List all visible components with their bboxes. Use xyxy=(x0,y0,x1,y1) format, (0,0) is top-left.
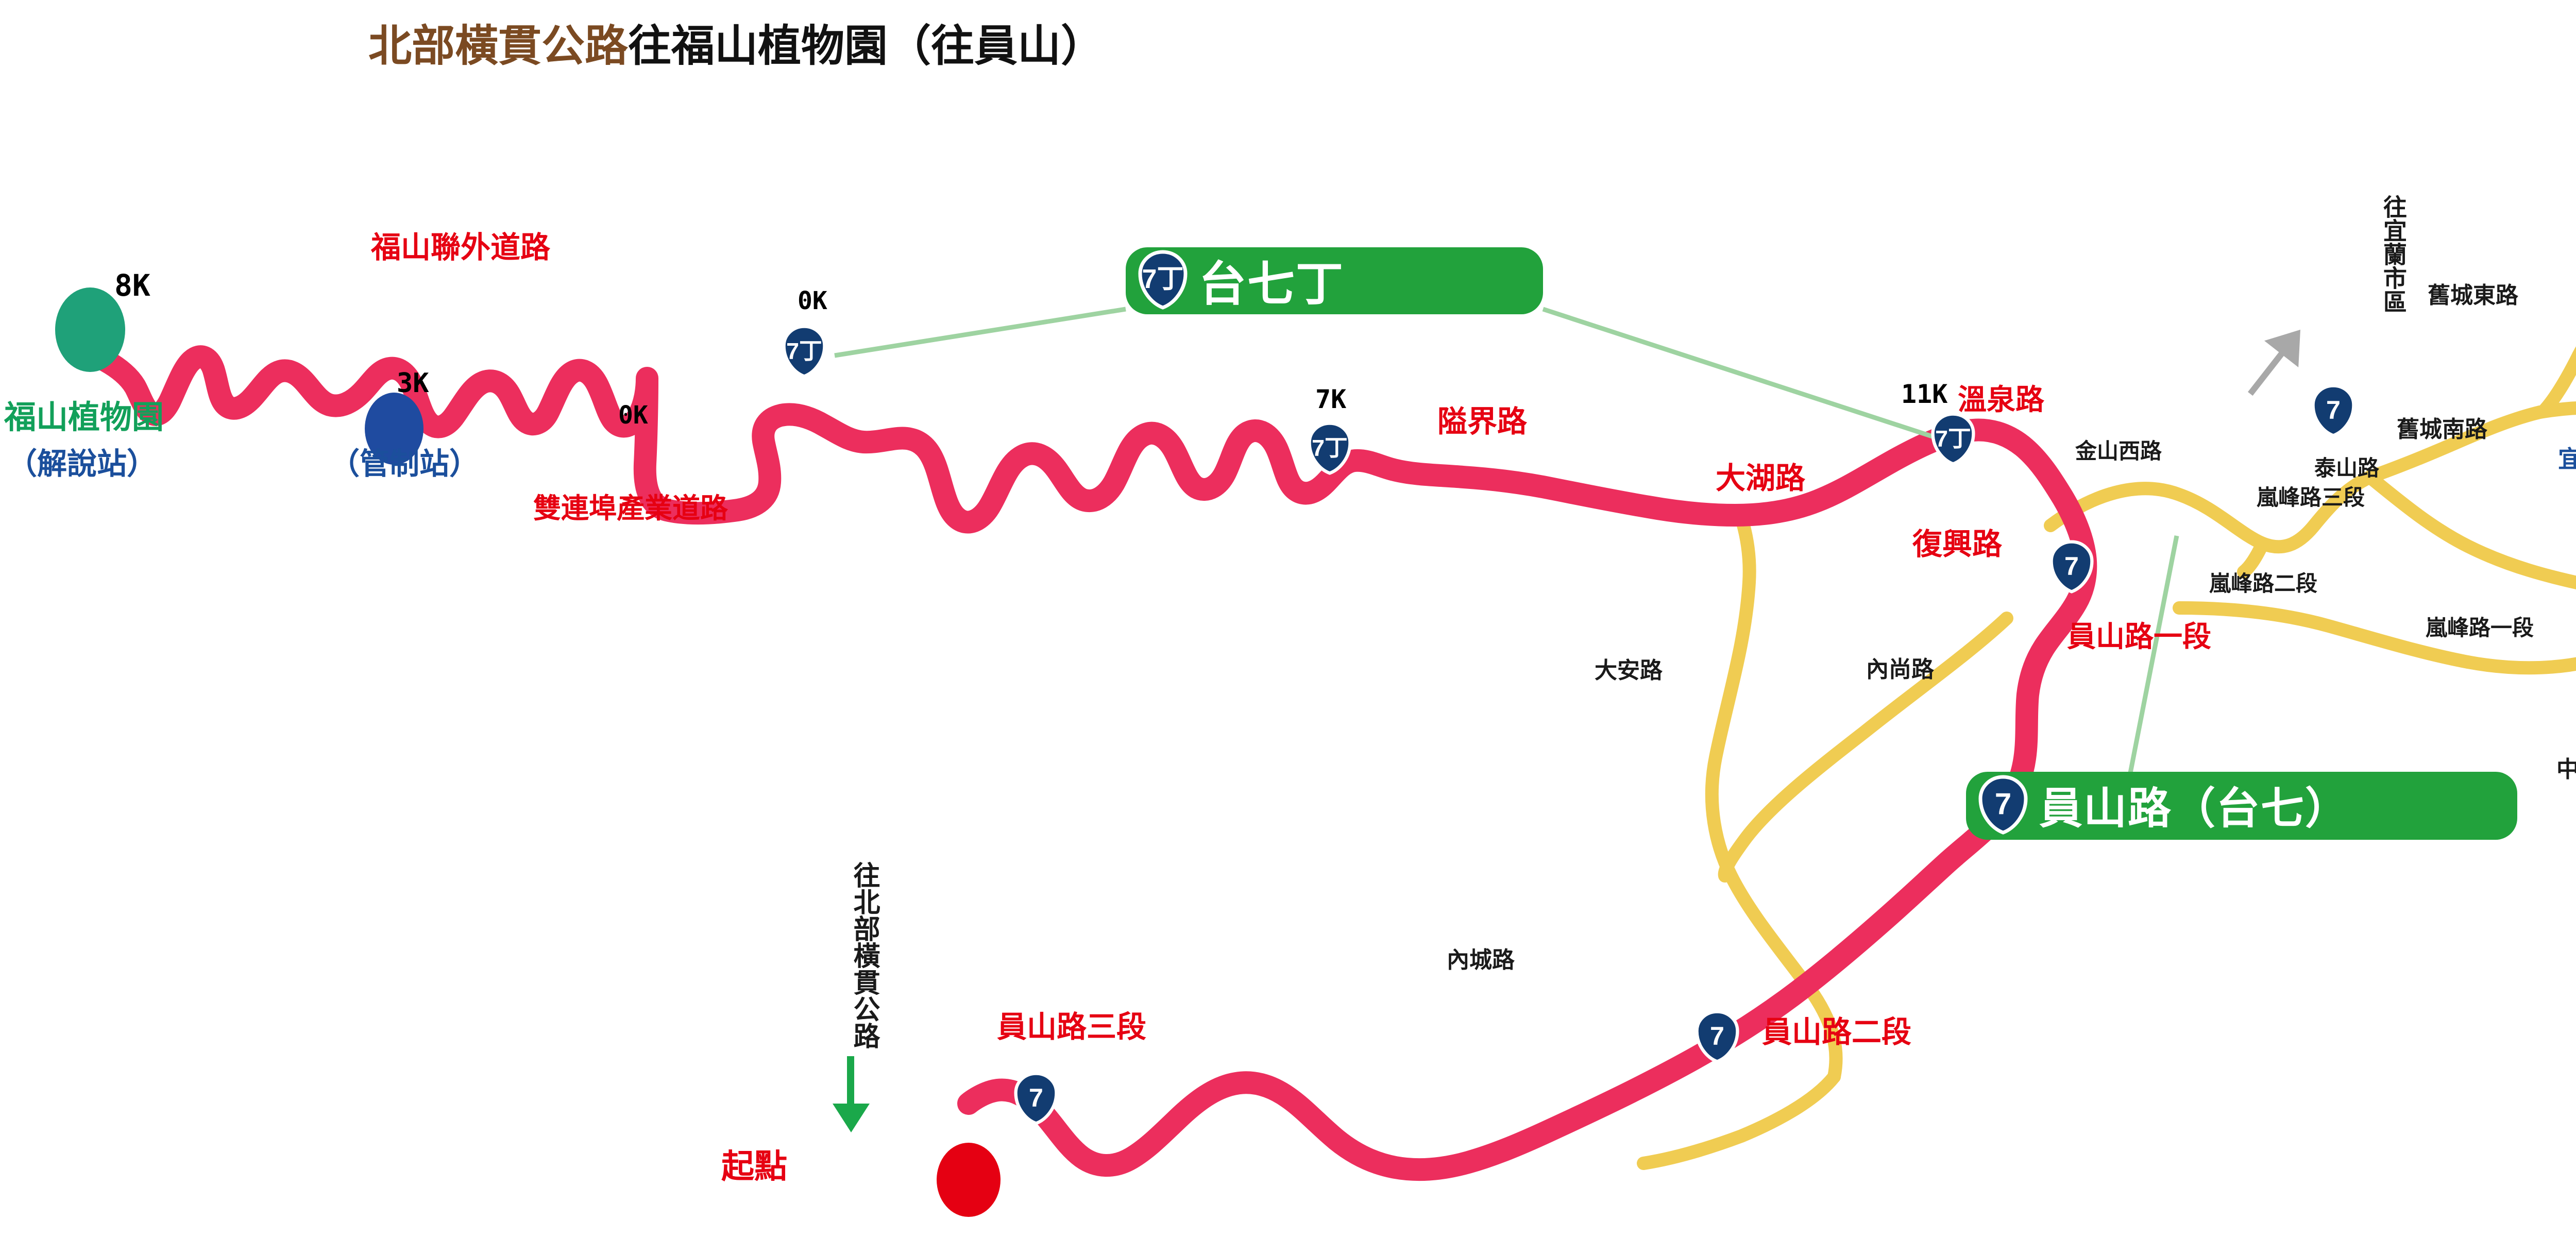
route-shield-7ding-11k[interactable]: 7丁 xyxy=(1931,412,1975,466)
route-shield-7-yuanshan2[interactable]: 7 xyxy=(1695,1010,1739,1063)
route-shield-7-fuxing[interactable]: 7 xyxy=(2049,540,2094,594)
route-shield-7ding-7k[interactable]: 7丁 xyxy=(1308,421,1352,475)
minor-road-network xyxy=(1637,346,2576,1170)
road-label-start-point: 起點 xyxy=(721,1148,787,1185)
callout-label-tai7ding: 台七丁 xyxy=(1199,258,1345,311)
road-label-dahu: 大湖路 xyxy=(1716,462,1806,495)
road-label-wenquan: 溫泉路 xyxy=(1958,383,2044,416)
title-part-highway: 北部橫貫公路 xyxy=(368,22,629,70)
km-marker-0k-b: 0K xyxy=(798,286,827,315)
road-label-yuanshan-3: 員山路三段 xyxy=(997,1010,1147,1044)
road-label-neicheng: 內城路 xyxy=(1447,947,1515,973)
road-label-taishan: 泰山路 xyxy=(2314,456,2380,480)
place-label-yilan-train-station: 宜蘭火車站 xyxy=(2558,446,2576,472)
road-label-jiucheng-east: 舊城東路 xyxy=(2428,283,2518,308)
svg-text:7: 7 xyxy=(2064,552,2079,581)
callout-yuanshan-road[interactable]: 7 員山路（台七） xyxy=(1966,772,2517,840)
km-marker-3k: 3K xyxy=(397,368,429,399)
road-label-yuanshan-1: 員山路一段 xyxy=(2067,620,2211,653)
svg-text:7: 7 xyxy=(1029,1083,1043,1112)
road-label-lanfeng-3: 嵐峰路三段 xyxy=(2257,485,2365,510)
callout-label-yuanshan: 員山路（台七） xyxy=(2039,784,2350,833)
road-label-lanfeng-1: 嵐峰路一段 xyxy=(2426,616,2534,640)
callout-tai7ding[interactable]: 7丁 台七丁 xyxy=(1126,247,1543,314)
svg-text:7丁: 7丁 xyxy=(1142,264,1184,294)
km-marker-0k-a: 0K xyxy=(618,401,648,430)
place-label-control-station: （管制站） xyxy=(330,447,480,481)
road-label-fushan-link: 福山聯外道路 xyxy=(371,231,551,264)
callout-leader-lines xyxy=(834,307,2179,773)
svg-text:7丁: 7丁 xyxy=(1935,426,1971,451)
road-label-fuxing: 復興路 xyxy=(1912,528,2003,561)
road-label-neishang: 內尚路 xyxy=(1866,657,1934,682)
red-dot-start xyxy=(937,1143,1001,1217)
route-shield-7ding-0k[interactable]: 7丁 xyxy=(782,325,826,378)
direction-label-yilan-city-left: 往宜蘭市區 xyxy=(2380,195,2407,313)
direction-arrows xyxy=(2248,329,2301,396)
green-station-dot xyxy=(55,287,125,372)
road-label-shuanglianpu: 雙連埠產業道路 xyxy=(533,493,728,524)
main-route-path xyxy=(94,345,2097,1181)
road-label-zhongshan-1: 中山路一段 xyxy=(2556,757,2576,782)
km-marker-8k: 8K xyxy=(114,268,150,303)
page-title: 北部橫貫公路往福山植物園（往員山） xyxy=(368,11,1104,74)
start-direction-arrow xyxy=(833,1056,870,1132)
road-label-jiucheng-south: 舊城南路 xyxy=(2397,417,2487,442)
route-shield-7-yuanshan3[interactable]: 7 xyxy=(1014,1072,1058,1125)
road-label-yuanshan-2: 員山路二段 xyxy=(1762,1015,1912,1049)
direction-label-north-cross-highway: 往北部橫貫公路 xyxy=(849,861,879,1049)
place-label-interpretation-station: （解說站） xyxy=(7,447,157,481)
road-label-lanfeng-2: 嵐峰路二段 xyxy=(2209,571,2318,596)
km-marker-7k: 7K xyxy=(1315,384,1347,414)
route-shield-7-jiuchengnan[interactable]: 7 xyxy=(2311,384,2355,437)
svg-text:7丁: 7丁 xyxy=(786,338,822,364)
km-marker-11k: 11K xyxy=(1901,379,1948,409)
svg-text:7: 7 xyxy=(1710,1022,1724,1050)
road-label-daan: 大安路 xyxy=(1595,658,1663,683)
svg-text:7: 7 xyxy=(2326,396,2341,425)
route-shield-7ding-callout: 7丁 xyxy=(1138,250,1188,310)
road-label-aijie: 隘界路 xyxy=(1437,405,1528,438)
svg-text:7丁: 7丁 xyxy=(1312,435,1348,461)
road-label-jinshan-west: 金山西路 xyxy=(2075,439,2162,463)
svg-text:7: 7 xyxy=(1995,787,2011,821)
place-label-fushan-botanical-garden: 福山植物園 xyxy=(4,400,164,435)
route-shield-7-callout: 7 xyxy=(1978,775,2028,835)
blue-station-dot xyxy=(365,393,423,465)
title-part-destination: 往福山植物園（往員山） xyxy=(628,22,1105,70)
